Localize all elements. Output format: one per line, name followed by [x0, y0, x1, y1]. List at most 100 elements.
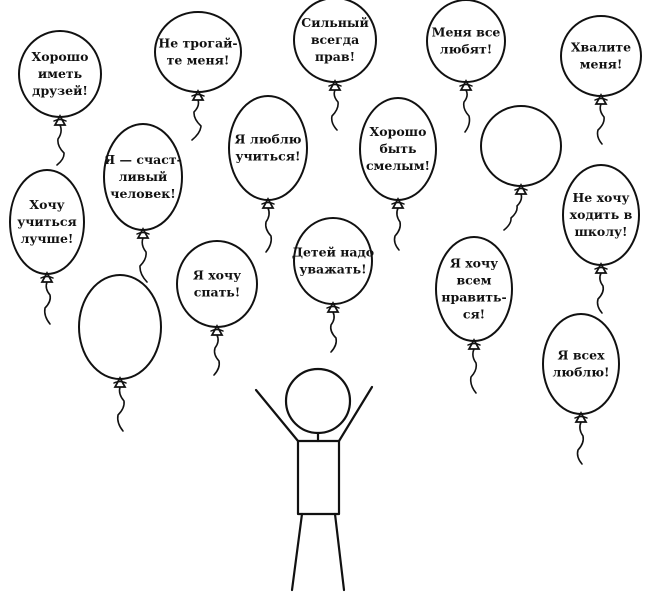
- balloon-text: Я всех люблю!: [552, 348, 609, 380]
- balloon-hochu-uchitsya-luchshe: Хочу учиться лучше!: [9, 169, 85, 325]
- balloon-text-line: меня!: [580, 57, 623, 72]
- balloons-layer: Хорошо иметь друзей! Не трогай-те меня! Силь…: [9, 0, 642, 465]
- balloon-text: Хочу учиться лучше!: [17, 197, 77, 246]
- balloon-tie: [594, 266, 608, 270]
- balloon-text-line: Хочу: [29, 197, 64, 212]
- balloon-text-line: уважать!: [299, 262, 366, 277]
- balloon-text: Меня все любят!: [432, 25, 501, 57]
- figure-right-arm: [337, 385, 374, 443]
- balloon-string: [116, 386, 125, 432]
- balloon-tie: [136, 231, 150, 235]
- stick-figure: [254, 367, 374, 592]
- balloon-text-line: человек!: [110, 186, 175, 201]
- balloon-string: [264, 207, 273, 253]
- balloon-text-line: Я хочу: [193, 268, 241, 283]
- balloon-detey-nado-uvazhat: Детей надо уважать!: [292, 217, 374, 353]
- balloon-body: [480, 105, 562, 187]
- balloon-tie: [328, 83, 342, 87]
- balloon-text-line: любят!: [440, 42, 492, 57]
- balloon-text-line: люблю!: [552, 365, 609, 380]
- balloon-text-line: спать!: [194, 285, 241, 300]
- balloon-tie: [40, 275, 54, 279]
- balloon-text: Я — счаст-ливый человек!: [104, 152, 182, 201]
- balloon-text-line: ся!: [463, 307, 485, 322]
- balloon-text-line: Я хочу: [450, 256, 498, 271]
- balloon-menya-vse-lyubyat: Меня все любят!: [426, 0, 506, 133]
- balloon-tie: [261, 201, 275, 205]
- balloon-text-line: всем: [456, 273, 491, 288]
- balloon-string: [596, 103, 605, 145]
- balloon-text: Хвалите меня!: [571, 40, 631, 72]
- balloon-string: [596, 272, 605, 314]
- balloon-silny-vsegda-prav: Сильный всегда прав!: [293, 0, 377, 131]
- balloon-string: [139, 237, 148, 283]
- balloon-string: [43, 281, 52, 325]
- balloon-text-line: друзей!: [32, 83, 88, 98]
- balloon-blank-right: [480, 105, 562, 231]
- balloon-body: [78, 274, 162, 380]
- balloon-hvalite-menya: Хвалите меня!: [560, 15, 642, 145]
- figure-right-leg: [333, 512, 346, 592]
- balloon-blank-left: [78, 274, 162, 432]
- balloon-text-line: Хорошо: [370, 124, 427, 139]
- balloon-horosho-imet-druzey: Хорошо иметь друзей!: [18, 30, 102, 166]
- balloon-text-line: учиться!: [236, 149, 301, 164]
- balloon-ya-hochu-vsem-nravitsya: Я хочу всем нравить-ся!: [435, 236, 513, 394]
- balloon-tie: [594, 97, 608, 101]
- balloon-text-line: лучше!: [21, 231, 74, 246]
- balloon-text-line: прав!: [315, 49, 355, 64]
- balloon-string: [393, 207, 402, 251]
- balloon-ya-vseh-lyublyu: Я всех люблю!: [542, 313, 620, 465]
- balloon-text-line: ливый: [119, 169, 168, 184]
- balloon-text-line: смелым!: [366, 158, 430, 173]
- balloon-text: Не трогай-те меня!: [158, 36, 237, 68]
- balloon-ya-hochu-spat: Я хочу спать!: [176, 240, 258, 376]
- balloon-text-line: те меня!: [167, 53, 230, 68]
- balloon-text-line: иметь: [38, 66, 82, 81]
- balloon-string: [329, 311, 338, 353]
- balloon-tie: [113, 380, 127, 384]
- figure-body: [296, 439, 341, 516]
- balloon-ya-schastlivy-chelovek: Я — счаст-ливый человек!: [103, 123, 183, 283]
- balloon-tie: [210, 328, 224, 332]
- balloon-text-line: Хвалите: [571, 40, 631, 55]
- figure-left-leg: [290, 512, 304, 592]
- balloon-string: [469, 348, 478, 394]
- balloon-text: Я хочу всем нравить-ся!: [441, 256, 506, 322]
- figure-left-arm: [254, 388, 300, 443]
- balloon-text-line: Сильный: [301, 15, 368, 30]
- balloon-string: [213, 334, 221, 376]
- balloon-text-line: Детей надо: [292, 245, 374, 260]
- balloon-text-line: Я — счаст-: [104, 152, 182, 167]
- balloon-tie: [391, 201, 405, 205]
- balloon-text-line: всегда: [311, 32, 359, 47]
- balloon-string: [503, 193, 523, 231]
- balloon-text-line: Не трогай-: [158, 36, 237, 51]
- balloon-text: Сильный всегда прав!: [301, 15, 368, 64]
- balloon-string: [462, 89, 471, 133]
- balloon-text-line: Хорошо: [32, 49, 89, 64]
- balloon-text: Детей надо уважать!: [292, 245, 374, 277]
- balloon-tie: [326, 305, 340, 309]
- balloon-text: Я люблю учиться!: [235, 132, 302, 164]
- balloon-tie: [191, 93, 205, 97]
- balloon-tie: [459, 83, 473, 87]
- balloon-text-line: Меня все: [432, 25, 501, 40]
- balloon-string: [56, 124, 65, 166]
- balloon-text-line: Не хочу: [572, 190, 629, 205]
- balloon-text-line: учиться: [17, 214, 77, 229]
- balloon-ne-trogayte-menya: Не трогай-те меня!: [154, 11, 242, 141]
- balloon-text-line: Я люблю: [235, 132, 302, 147]
- balloon-tie: [467, 342, 481, 346]
- balloon-text-line: Я всех: [557, 348, 605, 363]
- balloon-text-line: нравить-: [441, 290, 506, 305]
- balloon-text-line: школу!: [574, 224, 627, 239]
- figure-head: [284, 367, 352, 435]
- balloon-tie: [53, 118, 67, 122]
